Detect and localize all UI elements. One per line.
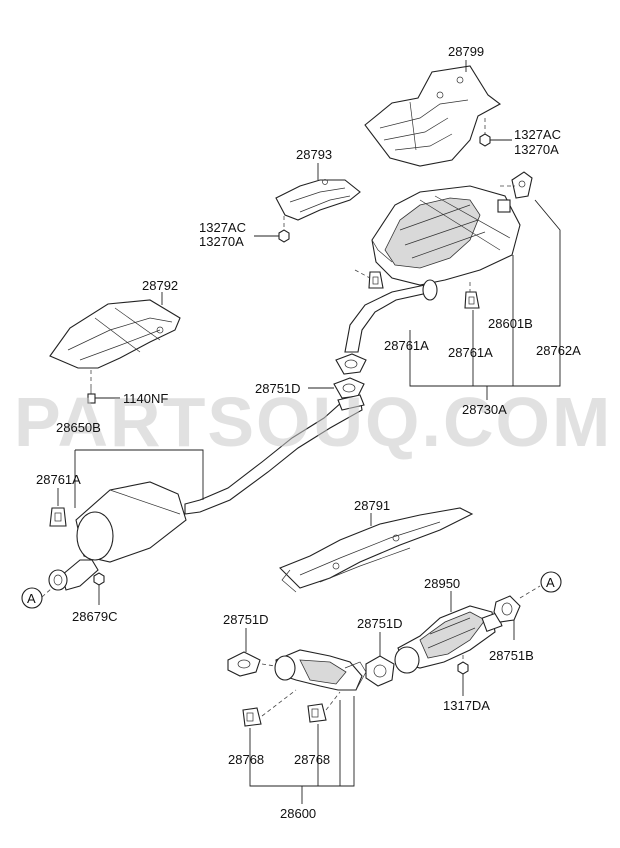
catalytic-converter-28950 <box>394 605 503 674</box>
gasket-28751d-mid <box>333 377 365 399</box>
label-28768-left: 28768 <box>228 752 264 767</box>
label-28799: 28799 <box>448 44 484 59</box>
connector-a-left-label: A <box>27 591 36 606</box>
hanger-28761a-right <box>464 291 480 309</box>
label-28751d-top: 28751D <box>255 381 301 396</box>
hanger-28762a <box>511 171 533 199</box>
label-1327ac-mid: 1327AC <box>199 220 246 235</box>
gasket-28751b <box>493 595 521 623</box>
heat-shield-28791 <box>279 507 474 593</box>
label-28679c: 28679C <box>72 609 118 624</box>
bracket-28600 <box>249 696 355 787</box>
label-28751d-right: 28751D <box>357 616 403 631</box>
front-pipe-28600 <box>274 649 367 691</box>
center-pipe <box>184 394 365 515</box>
label-13270a-mid: 13270A <box>199 234 244 249</box>
label-28792: 28792 <box>142 278 178 293</box>
dash-hanger-left <box>354 269 371 279</box>
label-28751d-left: 28751D <box>223 612 269 627</box>
front-inlet-pipe <box>48 559 99 591</box>
dash-conn-left <box>41 587 53 598</box>
gasket-28751d-left <box>227 651 261 677</box>
rear-pipe <box>344 279 438 353</box>
hanger-28768-left <box>242 707 262 727</box>
bolt-1140nf <box>87 388 96 404</box>
connector-a-right-label: A <box>546 575 555 590</box>
hanger-28761a-left <box>368 271 384 289</box>
label-28768-right: 28768 <box>294 752 330 767</box>
label-28761a-right: 28761A <box>448 345 493 360</box>
nut-1317da <box>457 661 469 675</box>
gasket-28751d-right <box>365 655 395 687</box>
label-13270a-top: 13270A <box>514 142 559 157</box>
label-28650b: 28650B <box>56 420 101 435</box>
bracket-28730a <box>409 199 561 387</box>
dash-gasket-left <box>261 663 276 667</box>
nut-1327ac-mid <box>278 229 290 243</box>
hanger-28768-right <box>307 703 327 723</box>
label-28761a-left: 28761A <box>384 338 429 353</box>
dash-conn-right <box>519 585 541 599</box>
label-28791: 28791 <box>354 498 390 513</box>
label-1140nf: 1140NF <box>123 391 168 406</box>
bracket-28650b <box>74 449 204 508</box>
label-28950: 28950 <box>424 576 460 591</box>
label-28762a: 28762A <box>536 343 581 358</box>
dash-hanger-28768-left <box>261 689 297 717</box>
heat-shield-28793 <box>275 179 361 221</box>
label-1317da: 1317DA <box>443 698 490 713</box>
label-28751b: 28751B <box>489 648 534 663</box>
label-28601b: 28601B <box>488 316 533 331</box>
heat-shield-28799 <box>364 65 502 167</box>
label-1327ac-top: 1327AC <box>514 127 561 142</box>
nut-1327ac-top <box>479 133 491 147</box>
gasket-28751d-top <box>335 353 367 375</box>
dash-hanger-28768-right <box>325 691 341 711</box>
nut-28679c <box>93 572 105 586</box>
label-28761a-front: 28761A <box>36 472 81 487</box>
label-28730a: 28730A <box>462 402 507 417</box>
watermark-text: PARTSOUQ.COM <box>14 383 612 461</box>
heat-shield-28792 <box>49 299 181 369</box>
connector-a-right <box>540 571 562 593</box>
rear-muffler <box>371 185 521 286</box>
center-muffler <box>75 481 187 563</box>
connector-a-left <box>21 587 43 609</box>
label-28793: 28793 <box>296 147 332 162</box>
hanger-28761a-front <box>49 507 67 527</box>
label-28600: 28600 <box>280 806 316 821</box>
